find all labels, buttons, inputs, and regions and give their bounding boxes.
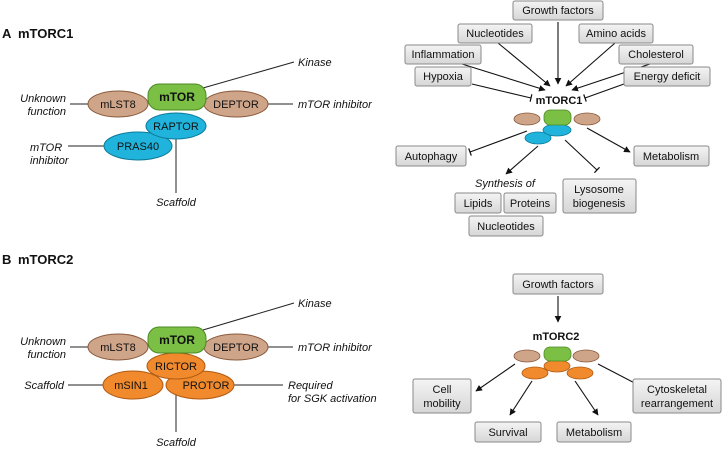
output-autophagy-label: Autophagy <box>405 151 458 163</box>
cell-mobility-label-1: Cell <box>433 384 452 396</box>
required-label-1: Required <box>288 380 334 392</box>
pras40-role-label-1: mTOR <box>30 142 62 154</box>
input-hypoxia: Hypoxia <box>414 66 472 87</box>
output-lysosome-label-1: Lysosome <box>574 184 624 196</box>
output-lysosome-biogenesis: Lysosome biogenesis <box>562 178 637 214</box>
output-metabolism-b: Metabolism <box>556 421 632 443</box>
mlst8-label: mLST8 <box>100 99 135 111</box>
input-energy-deficit: Energy deficit <box>623 66 711 87</box>
output-metabolism-b-label: Metabolism <box>566 427 622 439</box>
mtorc2-input: Growth factors <box>512 273 604 295</box>
mtorc2-mini-complex <box>513 346 600 380</box>
pras40-label: PRAS40 <box>117 141 159 153</box>
panel-a-letter: A <box>2 26 12 41</box>
mtor-subunit-b <box>147 326 207 354</box>
panel-b-title: mTORC2 <box>18 252 73 267</box>
output-proteins-label: Proteins <box>510 198 551 210</box>
output-lysosome-label-2: biogenesis <box>573 198 626 210</box>
mtorc2-input-label: Growth factors <box>522 279 594 291</box>
cell-mobility-label-2: mobility <box>423 398 461 410</box>
mtorc1-outputs: Autophagy Metabolism Synthesis of Lipids… <box>395 145 710 237</box>
msin1-label: mSIN1 <box>114 380 148 392</box>
kinase-label-b: Kinase <box>298 298 332 310</box>
output-metabolism-a: Metabolism <box>633 145 710 167</box>
unknown-label-a-2: function <box>27 106 66 118</box>
output-cell-mobility: Cell mobility <box>412 378 472 414</box>
panel-b-letter: B <box>2 252 11 267</box>
mtorc2-complex: mLST8 DEPTOR mSIN1 PROTOR RICTOR mTOR <box>87 326 269 400</box>
input-amino-acids: Amino acids <box>578 23 654 44</box>
input-energy-deficit-label: Energy deficit <box>634 71 701 83</box>
output-survival-label: Survival <box>488 427 527 439</box>
raptor-label: RAPTOR <box>153 121 199 133</box>
msin1-subunit <box>102 370 164 400</box>
cytoskeletal-label-1: Cytoskeletal <box>647 384 707 396</box>
pras40-subunit <box>103 131 173 161</box>
output-proteins: Proteins <box>503 192 557 214</box>
mtorc2-center-label: mTORC2 <box>533 331 580 343</box>
input-cholesterol: Cholesterol <box>618 44 694 65</box>
input-nucleotides-label: Nucleotides <box>466 28 524 40</box>
output-autophagy: Autophagy <box>395 145 467 167</box>
output-nucleotides: Nucleotides <box>468 215 544 237</box>
deptor-label: DEPTOR <box>213 99 259 111</box>
input-growth-factors-label: Growth factors <box>522 5 594 17</box>
mtor-label: mTOR <box>159 90 195 104</box>
output-metabolism-a-label: Metabolism <box>643 151 699 163</box>
mtor-inhibitor-label-a: mTOR inhibitor <box>298 99 373 111</box>
cytoskeletal-label-2: rearrangement <box>641 398 713 410</box>
mtor-label-b: mTOR <box>159 333 195 347</box>
mlst8-subunit-b <box>87 333 149 361</box>
input-cholesterol-label: Cholesterol <box>628 49 684 61</box>
output-lipids-label: Lipids <box>464 198 493 210</box>
unknown-label-a-1: Unknown <box>20 93 66 105</box>
deptor-label-b: DEPTOR <box>213 342 259 354</box>
mlst8-subunit <box>87 90 149 118</box>
mlst8-label-b: mLST8 <box>100 342 135 354</box>
output-nucleotides-label: Nucleotides <box>477 221 535 233</box>
synthesis-of-label: Synthesis of <box>475 178 536 190</box>
pras40-role-label-2: inhibitor <box>30 155 70 167</box>
mtorc1-output-arrows <box>468 127 631 175</box>
mtorc1-complex: mLST8 DEPTOR PRAS40 RAPTOR mTOR <box>87 83 269 161</box>
unknown-label-b-2: function <box>27 349 66 361</box>
required-label-2: for SGK activation <box>288 393 377 405</box>
scaffold-left-label: Scaffold <box>24 380 65 392</box>
kinase-label-a: Kinase <box>298 57 332 69</box>
input-inflammation-label: Inflammation <box>412 49 475 61</box>
scaffold-label-a: Scaffold <box>156 197 197 209</box>
output-survival: Survival <box>474 421 542 443</box>
input-hypoxia-label: Hypoxia <box>423 71 464 83</box>
input-inflammation: Inflammation <box>404 44 482 65</box>
scaffold-bottom-label: Scaffold <box>156 437 197 449</box>
panel-a-leader-lines <box>68 61 295 193</box>
panel-a-title: mTORC1 <box>18 26 73 41</box>
output-cytoskeletal-rearrangement: Cytoskeletal rearrangement <box>632 378 722 414</box>
raptor-subunit <box>145 112 207 140</box>
mtorc2-outputs: Cell mobility Cytoskeletal rearrangement… <box>412 378 722 443</box>
mtorc1-mini-complex <box>513 109 601 145</box>
protor-label: PROTOR <box>183 380 230 392</box>
mtorc1-inputs: Growth factors Nucleotides Amino acids I… <box>404 0 711 87</box>
input-amino-acids-label: Amino acids <box>586 28 646 40</box>
input-growth-factors: Growth factors <box>512 0 604 21</box>
unknown-label-b-1: Unknown <box>20 336 66 348</box>
mtor-inhibitor-label-b: mTOR inhibitor <box>298 342 373 354</box>
output-lipids: Lipids <box>454 192 502 214</box>
mtor-subunit <box>147 83 207 111</box>
rictor-label: RICTOR <box>155 361 197 373</box>
input-nucleotides: Nucleotides <box>457 23 533 44</box>
mtorc1-center-label: mTORC1 <box>536 95 583 107</box>
